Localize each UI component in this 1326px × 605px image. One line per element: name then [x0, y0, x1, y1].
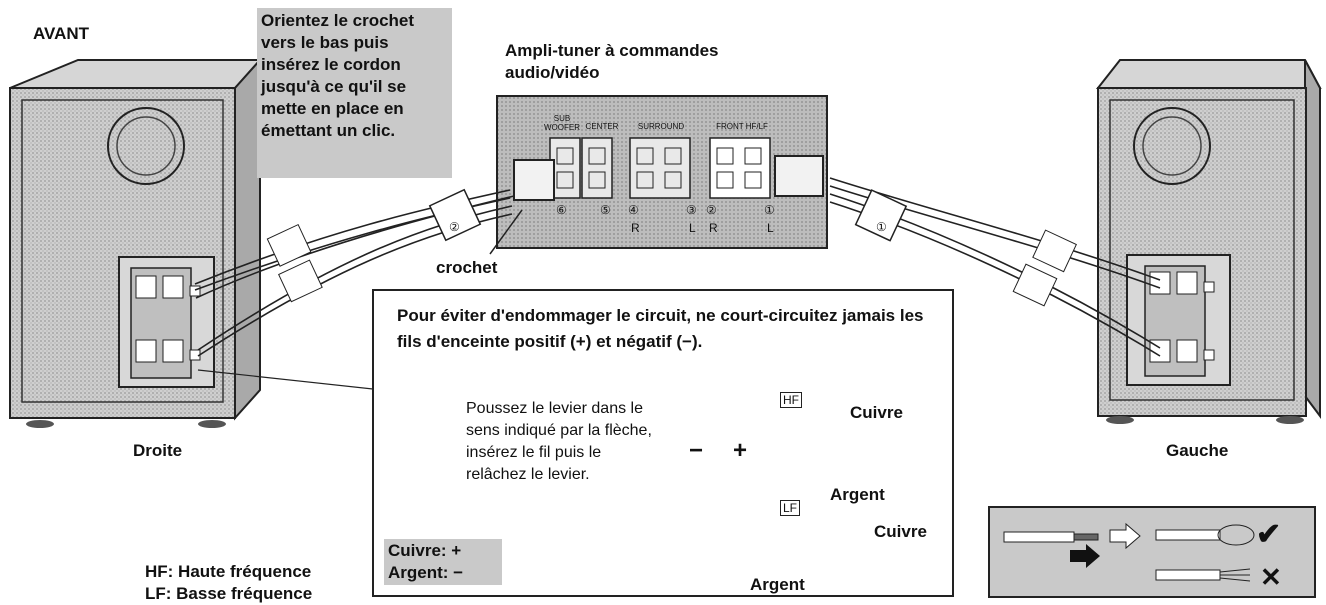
- silver-label: Argent: [830, 485, 885, 504]
- minus-sign: −: [689, 437, 704, 464]
- silver-label: Argent: [750, 575, 805, 594]
- channel-label: L: [767, 221, 774, 235]
- copper-label: Cuivre: [874, 522, 927, 541]
- lf-tag: LF: [780, 500, 801, 516]
- cable-tag-number: ②: [449, 220, 460, 234]
- terminal-label-surround: SURROUND: [637, 122, 685, 131]
- cable-tag-number: ①: [876, 220, 887, 234]
- cable-tag-left: [428, 188, 482, 242]
- terminal-number: ②: [706, 203, 717, 217]
- terminal-number: ④: [628, 203, 639, 217]
- amp-title: Ampli-tuner à commandes audio/vidéo: [505, 41, 719, 82]
- channel-label: L: [689, 221, 696, 235]
- terminal-label-front: FRONT HF/LF: [716, 122, 768, 131]
- lever-instruction: Poussez le levier dans le sens indiqué p…: [466, 400, 652, 483]
- terminal-label-subwoofer: SUB WOOFER: [544, 114, 580, 132]
- terminal-number: ③: [686, 203, 697, 217]
- left-speaker-label: Gauche: [1166, 441, 1229, 460]
- front-label: AVANT: [33, 24, 90, 43]
- zoom-leader-line: [197, 369, 401, 393]
- polarity-legend: Cuivre: + Argent: −: [384, 539, 502, 585]
- cable-tag-right: [854, 189, 908, 242]
- copper-label: Cuivre: [850, 403, 903, 422]
- terminal-number: ⑤: [600, 203, 611, 217]
- speaker-left: [1095, 59, 1322, 424]
- terminal-number: ①: [764, 203, 775, 217]
- legend-lf: LF: Basse fréquence: [145, 584, 313, 603]
- terminal-label-center: CENTER: [585, 122, 619, 131]
- connector-plug-left: [513, 159, 555, 201]
- hook-instruction-callout: Orientez le crochet vers le bas puis ins…: [257, 8, 452, 178]
- channel-label: R: [709, 221, 718, 235]
- warning-text: Pour éviter d'endommager le circuit, ne …: [397, 306, 924, 351]
- terminal-number: ⑥: [556, 203, 567, 217]
- speaker-right: [9, 57, 263, 428]
- hook-label: crochet: [436, 258, 498, 277]
- plus-sign: +: [733, 437, 748, 464]
- wire-strip-panel: ✔ ✕: [988, 506, 1316, 598]
- right-speaker-label: Droite: [133, 441, 183, 460]
- hf-tag: HF: [780, 392, 802, 408]
- legend-copper: Cuivre: +: [388, 541, 462, 560]
- hook-leader-line: [489, 209, 523, 255]
- cross-icon: ✕: [1260, 562, 1282, 592]
- check-icon: ✔: [1256, 518, 1282, 551]
- legend-hf: HF: Haute fréquence: [145, 562, 312, 581]
- legend-silver: Argent: −: [388, 563, 464, 582]
- channel-label: R: [631, 221, 640, 235]
- connector-plug-right: [774, 155, 824, 197]
